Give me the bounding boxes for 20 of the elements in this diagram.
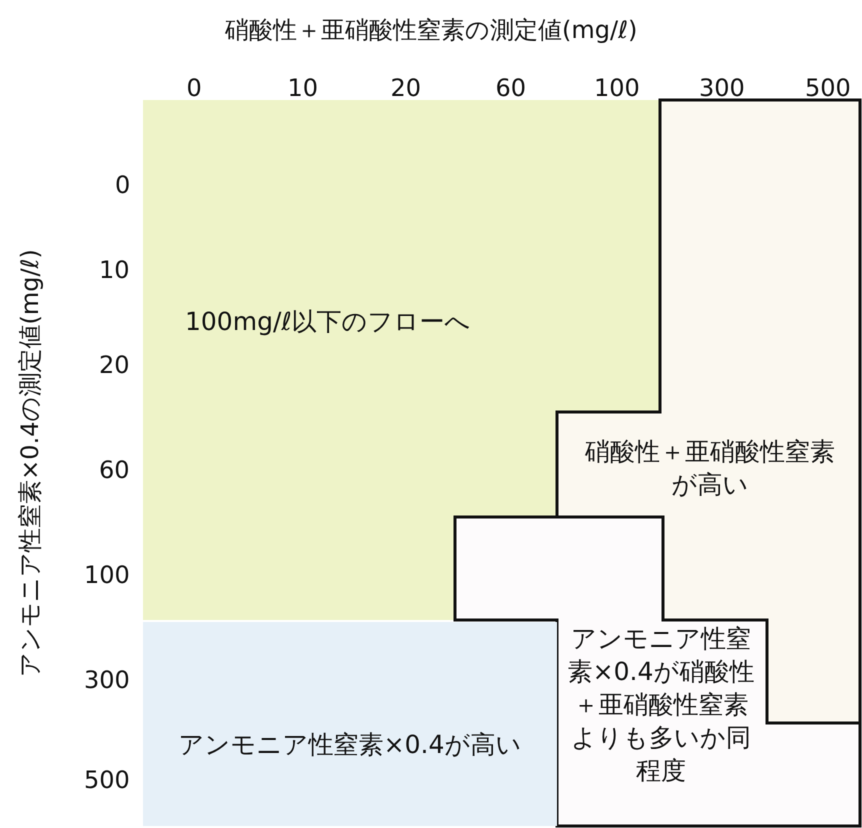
- tick-label: 20: [390, 74, 422, 102]
- tick-label: 20: [99, 351, 130, 379]
- region-label: アンモニア性窒素×0.4が高い: [178, 729, 522, 761]
- region-label: アンモニア性窒素×0.4が硝酸性＋亜硝酸性窒素よりも多いか同程度: [566, 623, 756, 787]
- tick-label: 60: [99, 456, 130, 484]
- axis-title: 硝酸性＋亜硝酸性窒素の測定値(mg/ℓ): [225, 15, 638, 46]
- region-label: 100mg/ℓ以下のフローへ: [185, 306, 472, 338]
- tick-label: 60: [496, 74, 526, 102]
- axis-title: アンモニア性窒素×0.4の測定値(mg/ℓ): [14, 249, 45, 677]
- tick-label: 300: [699, 74, 745, 102]
- tick-label: 100: [594, 74, 640, 102]
- region-label: 硝酸性＋亜硝酸性窒素が高い: [584, 436, 836, 501]
- tick-label: 100: [84, 561, 130, 589]
- tick-label: 10: [288, 74, 318, 102]
- tick-label: 500: [84, 766, 130, 794]
- tick-label: 300: [84, 666, 130, 694]
- tick-label: 10: [99, 256, 130, 284]
- tick-label: 0: [115, 171, 130, 199]
- tick-label: 0: [186, 74, 202, 102]
- tick-label: 500: [805, 74, 851, 102]
